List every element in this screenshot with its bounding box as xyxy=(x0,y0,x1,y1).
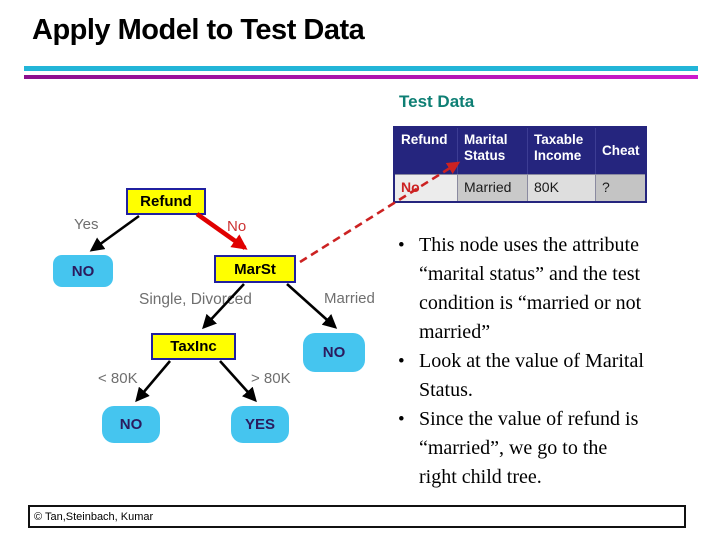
note-line: married” xyxy=(419,321,491,343)
branch-label-married: Married xyxy=(324,290,375,307)
note-line: “marital status” and the test xyxy=(419,263,641,285)
footer-credit: © Tan,Steinbach, Kumar xyxy=(34,510,154,523)
note-item-1: This node uses the attribute “marital st… xyxy=(393,231,693,347)
col-header-cheat: Cheat xyxy=(595,128,645,174)
edge-refund-yes xyxy=(89,214,140,252)
note-line: Status. xyxy=(419,379,473,401)
tree-node-refund: Refund xyxy=(126,188,206,215)
footer-box: © Tan,Steinbach, Kumar xyxy=(28,505,686,528)
note-line: Look at the value of Marital xyxy=(419,350,644,372)
cell-refund-value: No xyxy=(395,174,457,201)
note-line: Since the value of refund is xyxy=(419,408,639,430)
note-line: This node uses the attribute xyxy=(419,234,639,256)
cell-marital-status-value: Married xyxy=(457,174,527,201)
tree-node-taxinc: TaxInc xyxy=(151,333,236,360)
tree-leaf-no-refund-yes: NO xyxy=(53,255,113,287)
branch-label-yes: Yes xyxy=(74,216,99,233)
branch-label-no: No xyxy=(227,218,247,235)
col-header-taxable-income: Taxable Income xyxy=(527,128,595,174)
divider-magenta xyxy=(24,75,698,79)
col-header-refund: Refund xyxy=(401,132,448,147)
note-item-2: Look at the value of Marital Status. xyxy=(393,347,693,405)
cell-cheat-value: ? xyxy=(595,174,645,201)
notes-list: This node uses the attribute “marital st… xyxy=(393,231,693,492)
table-header-row: Refund Marital Status Taxable Income Che… xyxy=(395,128,645,174)
note-line: right child tree. xyxy=(419,466,542,488)
tree-leaf-no-married: NO xyxy=(303,333,365,372)
edge-taxinc-gt xyxy=(219,360,257,403)
branch-label-lt-80k: < 80K xyxy=(98,370,138,387)
cell-taxable-income-value: 80K xyxy=(527,174,595,201)
slide-title: Apply Model to Test Data xyxy=(32,14,365,46)
tree-leaf-no-lt80k: NO xyxy=(102,406,160,443)
note-line: condition is “married or not xyxy=(419,292,642,314)
tree-leaf-yes-gt80k: YES xyxy=(231,406,289,443)
table-row: No Married 80K ? xyxy=(395,174,645,201)
branch-label-single-divorced: Single, Divorced xyxy=(139,291,252,308)
col-header-marital-status: Marital Status xyxy=(457,128,527,174)
note-item-3: Since the value of refund is “married”, … xyxy=(393,405,693,492)
edge-taxinc-lt xyxy=(135,360,171,403)
note-line: “married”, we go to the xyxy=(419,437,608,459)
branch-label-gt-80k: > 80K xyxy=(251,370,291,387)
divider-cyan xyxy=(24,66,698,71)
tree-node-marst: MarSt xyxy=(214,255,296,283)
test-data-heading: Test Data xyxy=(399,92,475,111)
test-data-table: Refund Marital Status Taxable Income Che… xyxy=(393,126,647,203)
